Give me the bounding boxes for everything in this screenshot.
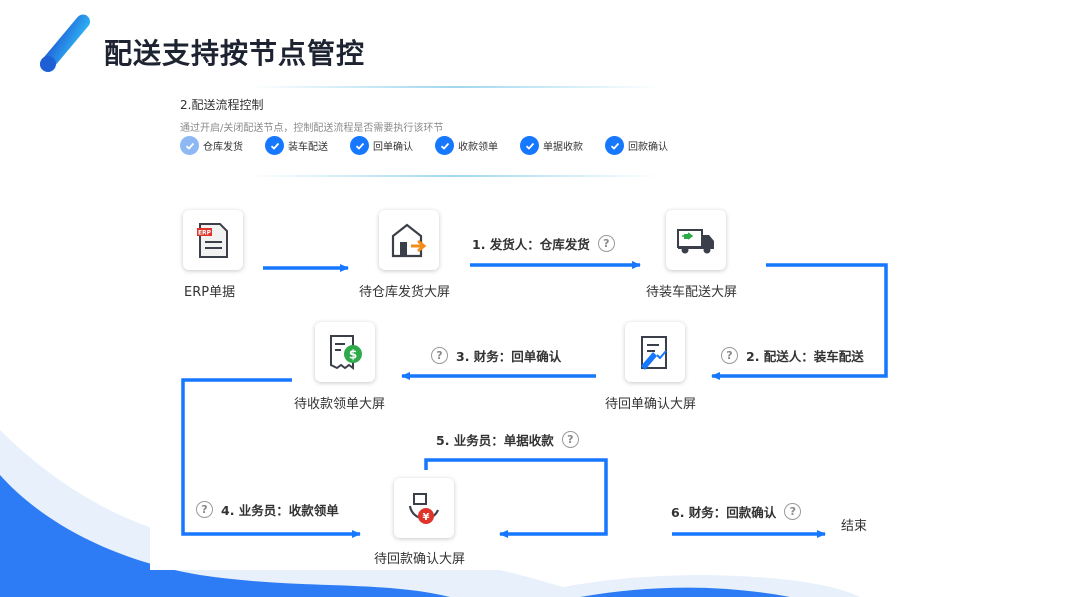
brand-logo-icon	[40, 14, 90, 72]
loading-node[interactable]	[666, 210, 726, 270]
warehouse-node[interactable]	[379, 210, 439, 270]
step-6-label: 6. 财务：回款确认 ?	[671, 502, 802, 521]
section-description: 通过开启/关闭配送节点，控制配送流程是否需要执行该环节	[180, 123, 444, 134]
divider-bottom	[250, 175, 660, 177]
step-text: 3. 财务：回单确认	[456, 349, 562, 364]
erp-document-icon: ERP	[197, 223, 228, 258]
section-title: 2.配送流程控制	[180, 98, 264, 112]
erp-node-label: ERP单据	[184, 285, 236, 300]
step-text: 6. 财务：回款确认	[671, 505, 777, 520]
check-icon	[265, 136, 284, 155]
check-icon	[520, 136, 539, 155]
svg-text:ERP: ERP	[198, 230, 212, 237]
end-node-label: 结束	[841, 519, 868, 534]
check-icon	[350, 136, 369, 155]
payment-return-icon: ¥	[408, 493, 440, 524]
warehouse-node-label: 待仓库发货大屏	[359, 285, 451, 300]
toggle-loading-delivery[interactable]: 装车配送	[265, 136, 328, 155]
step-text: 5. 业务员：单据收款	[436, 433, 554, 448]
page-title: 配送支持按节点管控	[104, 37, 366, 70]
step-3-label: ? 3. 财务：回单确认	[431, 346, 561, 365]
check-icon	[435, 136, 454, 155]
toggle-receipt-confirm[interactable]: 回单确认	[350, 136, 413, 155]
toggle-label: 收款领单	[458, 142, 498, 153]
toggle-document-collection[interactable]: 单据收款	[520, 136, 583, 155]
svg-text:$: $	[349, 348, 357, 362]
divider-top	[250, 86, 660, 88]
toggle-collect-order[interactable]: 收款领单	[435, 136, 498, 155]
toggle-label: 单据收款	[543, 142, 583, 153]
step-text: 4. 业务员：收款领单	[221, 503, 339, 518]
receipt-node-label: 待回单确认大屏	[605, 397, 697, 412]
collect-node-label: 待收款领单大屏	[294, 397, 386, 412]
node-toggle-list: 仓库发货 装车配送 回单确认 收款领单 单据收款 回款确认	[180, 136, 690, 155]
toggle-warehouse-shipping[interactable]: 仓库发货	[180, 136, 243, 155]
content-panel: 2.配送流程控制 通过开启/关闭配送节点，控制配送流程是否需要执行该环节 仓库发…	[150, 86, 908, 570]
payback-node-label: 待回款确认大屏	[374, 552, 466, 567]
toggle-label: 装车配送	[288, 142, 328, 153]
toggle-label: 回单确认	[373, 142, 413, 153]
collect-node[interactable]: $	[315, 322, 375, 382]
help-icon[interactable]: ?	[784, 503, 802, 520]
step-1-label: 1. 发货人：仓库发货 ?	[472, 234, 615, 253]
check-icon	[180, 136, 199, 155]
step-text: 1. 发货人：仓库发货	[472, 237, 590, 252]
step-4-label: ? 4. 业务员：收款领单	[196, 500, 339, 519]
toggle-payback-confirm[interactable]: 回款确认	[605, 136, 668, 155]
receipt-node[interactable]	[625, 322, 685, 382]
loading-node-label: 待装车配送大屏	[646, 285, 738, 300]
help-icon[interactable]: ?	[721, 347, 738, 364]
toggle-label: 仓库发货	[203, 142, 243, 153]
payback-node[interactable]: ¥	[394, 478, 454, 538]
help-icon[interactable]: ?	[431, 347, 448, 364]
help-icon[interactable]: ?	[597, 235, 615, 252]
step-5-label: 5. 业务员：单据收款 ?	[436, 430, 579, 449]
erp-node[interactable]: ERP	[183, 210, 243, 270]
help-icon[interactable]: ?	[561, 431, 579, 448]
help-icon[interactable]: ?	[196, 501, 213, 518]
payment-receipt-icon: $	[330, 335, 362, 370]
warehouse-shipping-icon	[391, 223, 427, 258]
delivery-truck-icon	[677, 229, 714, 254]
toggle-label: 回款确认	[628, 142, 668, 153]
svg-text:¥: ¥	[423, 512, 430, 523]
step-text: 2. 配送人：装车配送	[746, 349, 864, 364]
check-icon	[605, 136, 624, 155]
receipt-confirm-icon	[641, 336, 667, 370]
step-2-label: ? 2. 配送人：装车配送	[721, 346, 864, 365]
